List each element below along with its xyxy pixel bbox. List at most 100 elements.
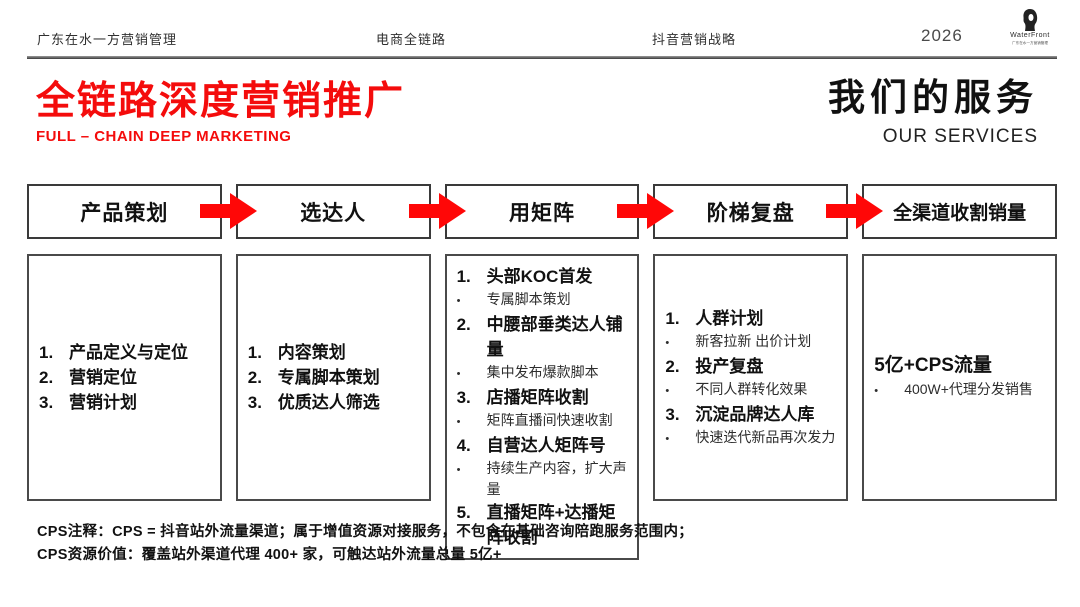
list-item-text: 营销定位	[69, 368, 137, 387]
topbar-item-douyin-strategy: 抖音营销战略	[652, 32, 737, 47]
list-item: •快速迭代新品再次发力	[665, 427, 840, 450]
section-title-block: 我们的服务 OUR SERVICES	[828, 76, 1038, 148]
list-item-text: 集中发布爆款脚本	[486, 364, 599, 380]
list-item-text: 投产复盘	[695, 356, 764, 376]
list-item-text: 直播矩阵+达播矩阵收割	[486, 503, 616, 547]
list-item: 3. 沉淀品牌达人库	[665, 402, 840, 427]
bullet-marker: •	[456, 416, 461, 428]
cps-value-line: CPS资源价值：覆盖站外渠道代理 400+ 家，可触达站外流量总量 5亿+	[37, 547, 502, 563]
page-title: 全链路深度营销推广	[36, 80, 406, 123]
flow-arrow-icon	[408, 192, 467, 230]
topbar-item-company: 广东在水一方营销管理	[37, 32, 178, 47]
process-column-1: 产品策划 1. 产品定义与定位 2. 营销定位 3. 营销计划	[27, 184, 222, 501]
list-item: 2. 投产复盘	[665, 354, 840, 379]
list-item-text: 头部KOC首发	[486, 267, 593, 286]
bullet-marker: •	[665, 336, 670, 349]
stage-content-box: 1. 内容策划 2. 专属脚本策划 3. 优质达人筛选	[235, 254, 431, 501]
list-item-text: 矩阵直播间快速收割	[486, 412, 613, 428]
list-item: 2. 专属脚本策划	[248, 365, 423, 390]
section-title: 我们的服务	[828, 77, 1038, 118]
stage-header-box: 产品策划	[27, 184, 222, 239]
bullet-marker: •	[665, 384, 670, 397]
list-item-text: 专属脚本策划	[277, 368, 380, 387]
list-item-text: 人群计划	[695, 308, 764, 328]
process-columns: 产品策划 1. 产品定义与定位 2. 营销定位 3. 营销计划 选达人 1. 内容策划 2. 专属脚本…	[27, 184, 1057, 560]
logo-brand-subtext: 广东在水一方营销管理	[1012, 40, 1048, 45]
bullet-marker: •	[456, 368, 461, 380]
logo-brand-text: WaterFront	[1010, 32, 1050, 39]
number-marker: 1.	[665, 308, 680, 328]
stage-header-box: 用矩阵	[444, 184, 640, 239]
bullet-marker: •	[874, 385, 879, 397]
list-item: 4.自营达人矩阵号	[457, 433, 632, 458]
list-item: 1. 内容策划	[248, 340, 423, 365]
list-item: • 专属脚本策划	[457, 289, 632, 312]
stage-content-box: 1. 头部KOC首发 • 专属脚本策划 2. 中腰部垂类达人铺量 • 集中发布爆款脚本 3. 店播…	[444, 254, 640, 560]
bullet-marker: •	[456, 464, 461, 476]
list-item: 5. 直播矩阵+达播矩阵收割	[457, 500, 632, 550]
head-silhouette-icon	[1002, 8, 1058, 32]
list-item-text: 沉淀品牌达人库	[695, 404, 815, 424]
process-column-2: 选达人 1. 内容策划 2. 专属脚本策划 3. 优质达人筛选	[235, 184, 431, 501]
list-item: 1. 头部KOC首发	[457, 264, 632, 289]
topbar-item-ecommerce: 电商全链路	[376, 32, 447, 47]
list-item-text: 内容策划	[277, 343, 346, 362]
number-marker: 1.	[456, 267, 471, 286]
number-marker: 3.	[456, 388, 471, 407]
stage-content-box: 1. 产品定义与定位 2. 营销定位 3. 营销计划	[27, 254, 222, 501]
year-label: 2026	[921, 26, 963, 45]
stage-header-box: 全渠道收割销量	[862, 184, 1057, 239]
footer-notes: CPS注释：CPS = 抖音站外流量渠道；属于增值资源对接服务，不包含在基础咨询…	[37, 521, 693, 567]
list-item: • 不同人群转化效果	[665, 379, 840, 402]
list-item-text: 不同人群转化效果	[695, 380, 808, 397]
number-marker: 2.	[456, 315, 471, 334]
list-item: 3. 店播矩阵收割	[457, 385, 632, 410]
number-marker: 2.	[247, 368, 262, 387]
list-item-text: 自营达人矩阵号	[486, 436, 606, 455]
list-item-text: 营销计划	[69, 393, 137, 412]
cps-note-line: CPS注释：CPS = 抖音站外流量渠道；属于增值资源对接服务，不包含在基础咨询…	[37, 524, 694, 540]
list-item-text: 持续生产内容，扩大声量	[486, 460, 627, 497]
process-column-5: 全渠道收割销量 5亿+CPS流量 • 400W+代理分发销售	[862, 184, 1057, 501]
number-marker: 3.	[39, 393, 54, 412]
flow-arrow-icon	[199, 192, 258, 230]
process-column-3: 用矩阵 1. 头部KOC首发 • 专属脚本策划 2. 中腰部垂类达人铺量 • 集中发布爆款脚本 3…	[444, 184, 640, 560]
page-title-block: 全链路深度营销推广 FULL – CHAIN DEEP MARKETING	[36, 80, 405, 145]
list-item: 1. 产品定义与定位	[39, 340, 214, 365]
list-item-text: 中腰部垂类达人铺量	[486, 315, 623, 359]
number-marker: 5.	[456, 503, 471, 522]
number-marker: 3.	[665, 404, 680, 424]
list-item: 2. 营销定位	[39, 365, 214, 390]
bullet-marker: •	[665, 432, 670, 445]
list-item: 2. 中腰部垂类达人铺量	[457, 312, 632, 362]
number-marker: 2.	[665, 356, 680, 376]
header-divider	[27, 56, 1057, 59]
stage-header-box: 选达人	[235, 184, 431, 239]
list-item-text: 400W+代理分发销售	[904, 381, 1033, 397]
number-marker: 1.	[39, 343, 54, 362]
number-marker: 1.	[247, 343, 262, 362]
list-item: •新客拉新 出价计划	[665, 331, 840, 354]
list-item: • 400W+代理分发销售	[874, 379, 1049, 402]
company-logo: WaterFront 广东在水一方营销管理	[1002, 8, 1058, 45]
bullet-marker: •	[456, 295, 461, 307]
list-item-text: 产品定义与定位	[69, 343, 188, 362]
process-flow: 产品策划 1. 产品定义与定位 2. 营销定位 3. 营销计划 选达人 1. 内容策划 2. 专属脚本…	[27, 184, 1057, 560]
list-item-text: 5亿+CPS流量	[874, 355, 992, 376]
list-item-text: 专属脚本策划	[486, 291, 571, 307]
list-item: 3. 营销计划	[39, 390, 214, 415]
number-marker: 2.	[39, 368, 54, 387]
list-item-text: 优质达人筛选	[277, 393, 380, 412]
list-item-text: 店播矩阵收割	[486, 388, 589, 407]
list-item: • 矩阵直播间快速收割	[457, 410, 632, 433]
flow-arrow-icon	[617, 192, 675, 230]
section-title-english: OUR SERVICES	[882, 126, 1038, 147]
list-item: • 集中发布爆款脚本	[457, 362, 632, 385]
list-item: 3. 优质达人筛选	[248, 390, 423, 415]
stage-content-box: 5亿+CPS流量 • 400W+代理分发销售	[862, 254, 1057, 501]
stage-header-box: 阶梯复盘	[653, 184, 849, 239]
number-marker: 3.	[247, 393, 262, 412]
